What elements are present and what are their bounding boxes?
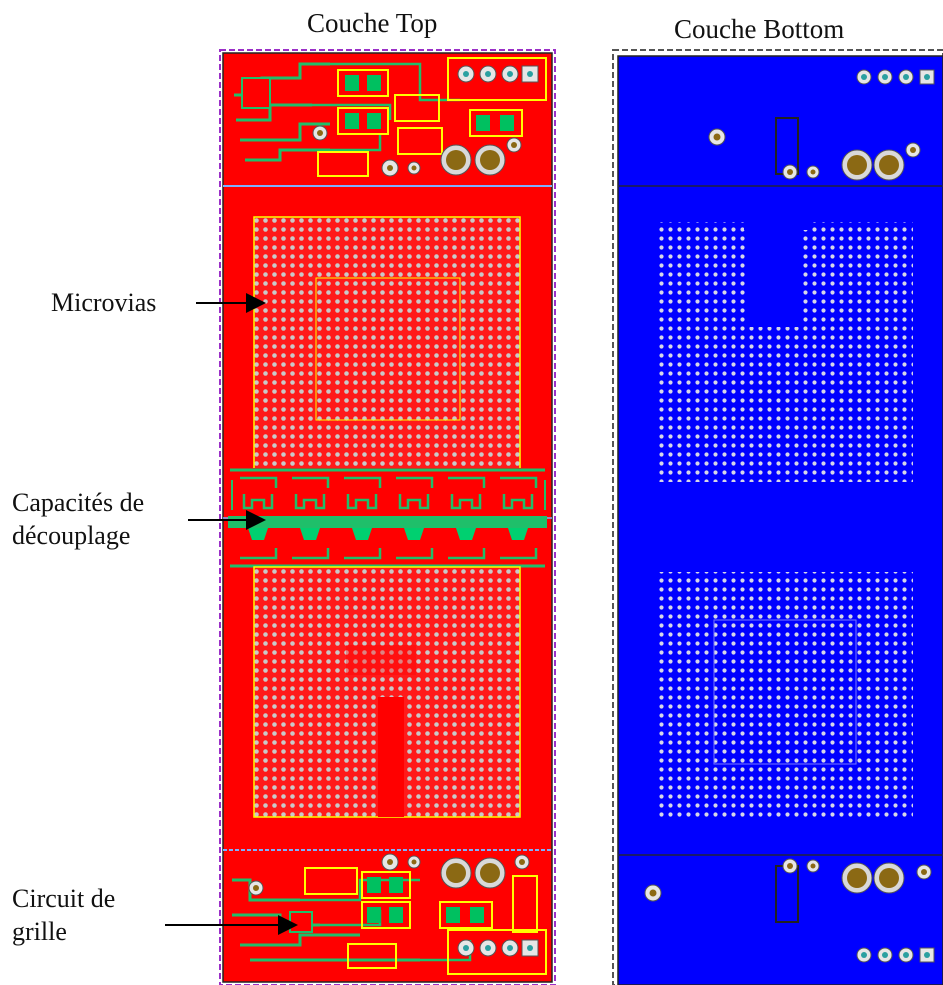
- capacitor-footprint: [240, 476, 278, 560]
- bottom-lower-microvia-array: [655, 572, 913, 818]
- bottom-lower-components: [644, 858, 935, 963]
- decoupling-label-line2: découplage: [12, 520, 131, 550]
- decoupling-label-line1: Capacités de: [12, 488, 145, 517]
- top-gate-driver-lower: [232, 853, 547, 975]
- capacitor-pad: [352, 528, 372, 540]
- top-layer-board: [219, 49, 556, 985]
- capacitor-footprints: [240, 476, 538, 560]
- top-gate-driver-upper: [234, 57, 547, 177]
- top-decoupling-capacitors: [228, 468, 547, 568]
- capacitor-footprint: [448, 476, 486, 560]
- top-layer-title: Couche Top: [307, 8, 438, 38]
- microvias-label-text: Microvias: [51, 288, 157, 317]
- capacitor-footprint: [500, 476, 538, 560]
- bottom-upper-microvia-array: [655, 222, 913, 482]
- capacitor-footprint: [344, 476, 382, 560]
- gate-circuit-label: Circuit de grille: [12, 883, 115, 948]
- capacitor-pad: [404, 528, 424, 540]
- capacitor-pad: [300, 528, 320, 540]
- gate-label-line1: Circuit de: [12, 884, 116, 913]
- capacitor-footprint: [396, 476, 434, 560]
- capacitor-pad: [248, 528, 268, 540]
- microvias-label: Microvias: [51, 287, 156, 320]
- top-upper-microvia-array: [253, 216, 521, 470]
- capacitor-pad: [456, 528, 476, 540]
- gate-label-line2: grille: [12, 916, 67, 946]
- bottom-layer-title: Couche Bottom: [674, 14, 845, 44]
- decoupling-capacitors-label: Capacités de découplage: [12, 487, 144, 552]
- bottom-upper-components: [708, 69, 935, 181]
- top-lower-microvia-array: [253, 566, 521, 818]
- annotation-arrows: [165, 293, 298, 935]
- capacitor-pad: [508, 528, 528, 540]
- capacitor-footprint: [292, 476, 330, 560]
- bottom-layer-board: [612, 49, 943, 985]
